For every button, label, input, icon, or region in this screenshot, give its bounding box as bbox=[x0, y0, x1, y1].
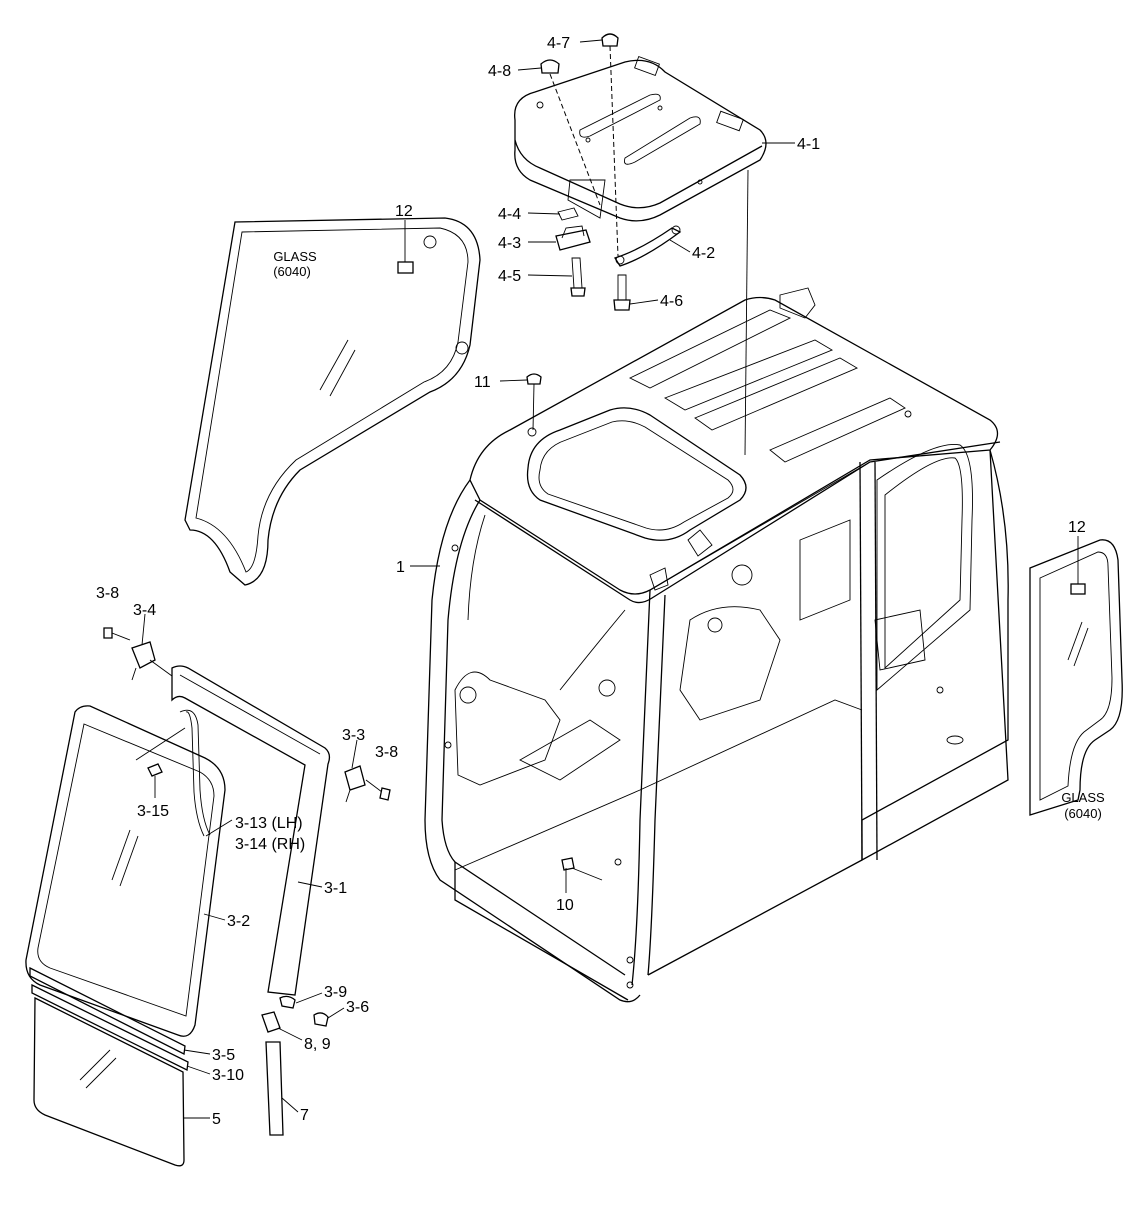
callout-8-9: 8, 9 bbox=[304, 1036, 331, 1053]
callout-12-left: 12 bbox=[395, 203, 413, 220]
callout-5: 5 bbox=[212, 1111, 221, 1128]
assembly-line bbox=[744, 169, 749, 456]
callout-4-5: 4-5 bbox=[498, 268, 521, 285]
cab-frame bbox=[424, 287, 1009, 1003]
callout-3-5: 3-5 bbox=[212, 1047, 235, 1064]
lock-3-3 bbox=[344, 765, 366, 803]
callout-labels: 4-7 4-8 4-1 4-4 4-3 4-2 4-5 4-6 12 12 11… bbox=[96, 35, 1086, 1128]
door-frame-3-1 bbox=[171, 665, 331, 996]
bolt-3-8-lower bbox=[365, 779, 391, 801]
lock-3-4 bbox=[131, 641, 173, 681]
callout-3-10: 3-10 bbox=[212, 1067, 244, 1084]
callout-3-15: 3-15 bbox=[137, 803, 169, 820]
bolt-3-8-upper bbox=[103, 627, 131, 641]
callout-11: 11 bbox=[474, 374, 491, 391]
callout-4-4: 4-4 bbox=[498, 206, 521, 223]
callout-3-14-rh: 3-14 (RH) bbox=[235, 836, 305, 853]
callout-3-8-lower: 3-8 bbox=[375, 744, 398, 761]
glass-sticker-12-right bbox=[1070, 583, 1086, 595]
trim-7 bbox=[265, 1041, 284, 1136]
callout-3-9: 3-9 bbox=[324, 984, 347, 1001]
stopper-8-9 bbox=[261, 1011, 281, 1033]
hose-3-13 bbox=[179, 709, 211, 837]
callout-3-2: 3-2 bbox=[227, 913, 250, 930]
lower-glass-5 bbox=[33, 996, 185, 1167]
cover-bolt-4-7 bbox=[601, 33, 619, 47]
seal-plate-4-4 bbox=[557, 179, 606, 221]
callout-7: 7 bbox=[300, 1107, 309, 1124]
callout-4-3: 4-3 bbox=[498, 235, 521, 252]
upper-left-glass bbox=[184, 217, 481, 586]
right-side-glass bbox=[1029, 539, 1123, 816]
callout-3-6: 3-6 bbox=[346, 999, 369, 1016]
callout-3-3: 3-3 bbox=[342, 727, 365, 744]
callout-1: 1 bbox=[396, 559, 405, 576]
callout-4-8: 4-8 bbox=[488, 63, 511, 80]
part-3-6 bbox=[313, 1012, 329, 1027]
callout-10: 10 bbox=[556, 897, 574, 914]
callout-4-7: 4-7 bbox=[547, 35, 570, 52]
front-upper-glass-3-2 bbox=[25, 705, 226, 1037]
callout-4-6: 4-6 bbox=[660, 293, 683, 310]
handle-4-2 bbox=[614, 225, 682, 267]
glass-note-left: GLASS (6040) bbox=[273, 249, 317, 279]
callout-3-1: 3-1 bbox=[324, 880, 347, 897]
callout-4-1: 4-1 bbox=[797, 136, 820, 153]
glass-note-right: GLASS (6040) bbox=[1061, 790, 1105, 821]
part-3-9 bbox=[279, 995, 296, 1009]
bolt-11 bbox=[526, 373, 542, 431]
glass-note-right-line1: GLASS bbox=[1061, 790, 1105, 805]
leader-lines bbox=[141, 39, 1079, 1119]
callout-3-4: 3-4 bbox=[133, 602, 156, 619]
bolt-4-5 bbox=[570, 257, 586, 297]
glass-note-left-line1: GLASS bbox=[273, 249, 317, 264]
cover-bolt-4-8 bbox=[540, 59, 560, 74]
bolt-4-6 bbox=[613, 274, 631, 311]
glass-note-left-line2: (6040) bbox=[273, 264, 311, 279]
clip-3-15 bbox=[135, 727, 186, 777]
roof-cover bbox=[514, 56, 767, 222]
callout-3-8-upper: 3-8 bbox=[96, 585, 119, 602]
seal-3-10 bbox=[31, 983, 189, 1071]
callout-3-13-lh: 3-13 (LH) bbox=[235, 815, 303, 832]
callout-4-2: 4-2 bbox=[692, 245, 715, 262]
bracket-4-3 bbox=[555, 225, 591, 251]
seal-3-5 bbox=[29, 966, 186, 1055]
callout-12-right: 12 bbox=[1068, 519, 1086, 536]
assembly-line bbox=[609, 45, 619, 257]
bolt-10 bbox=[561, 857, 575, 871]
glass-note-right-line2: (6040) bbox=[1064, 806, 1102, 821]
assembly-line bbox=[549, 73, 601, 206]
glass-sticker-12-left bbox=[397, 261, 414, 274]
